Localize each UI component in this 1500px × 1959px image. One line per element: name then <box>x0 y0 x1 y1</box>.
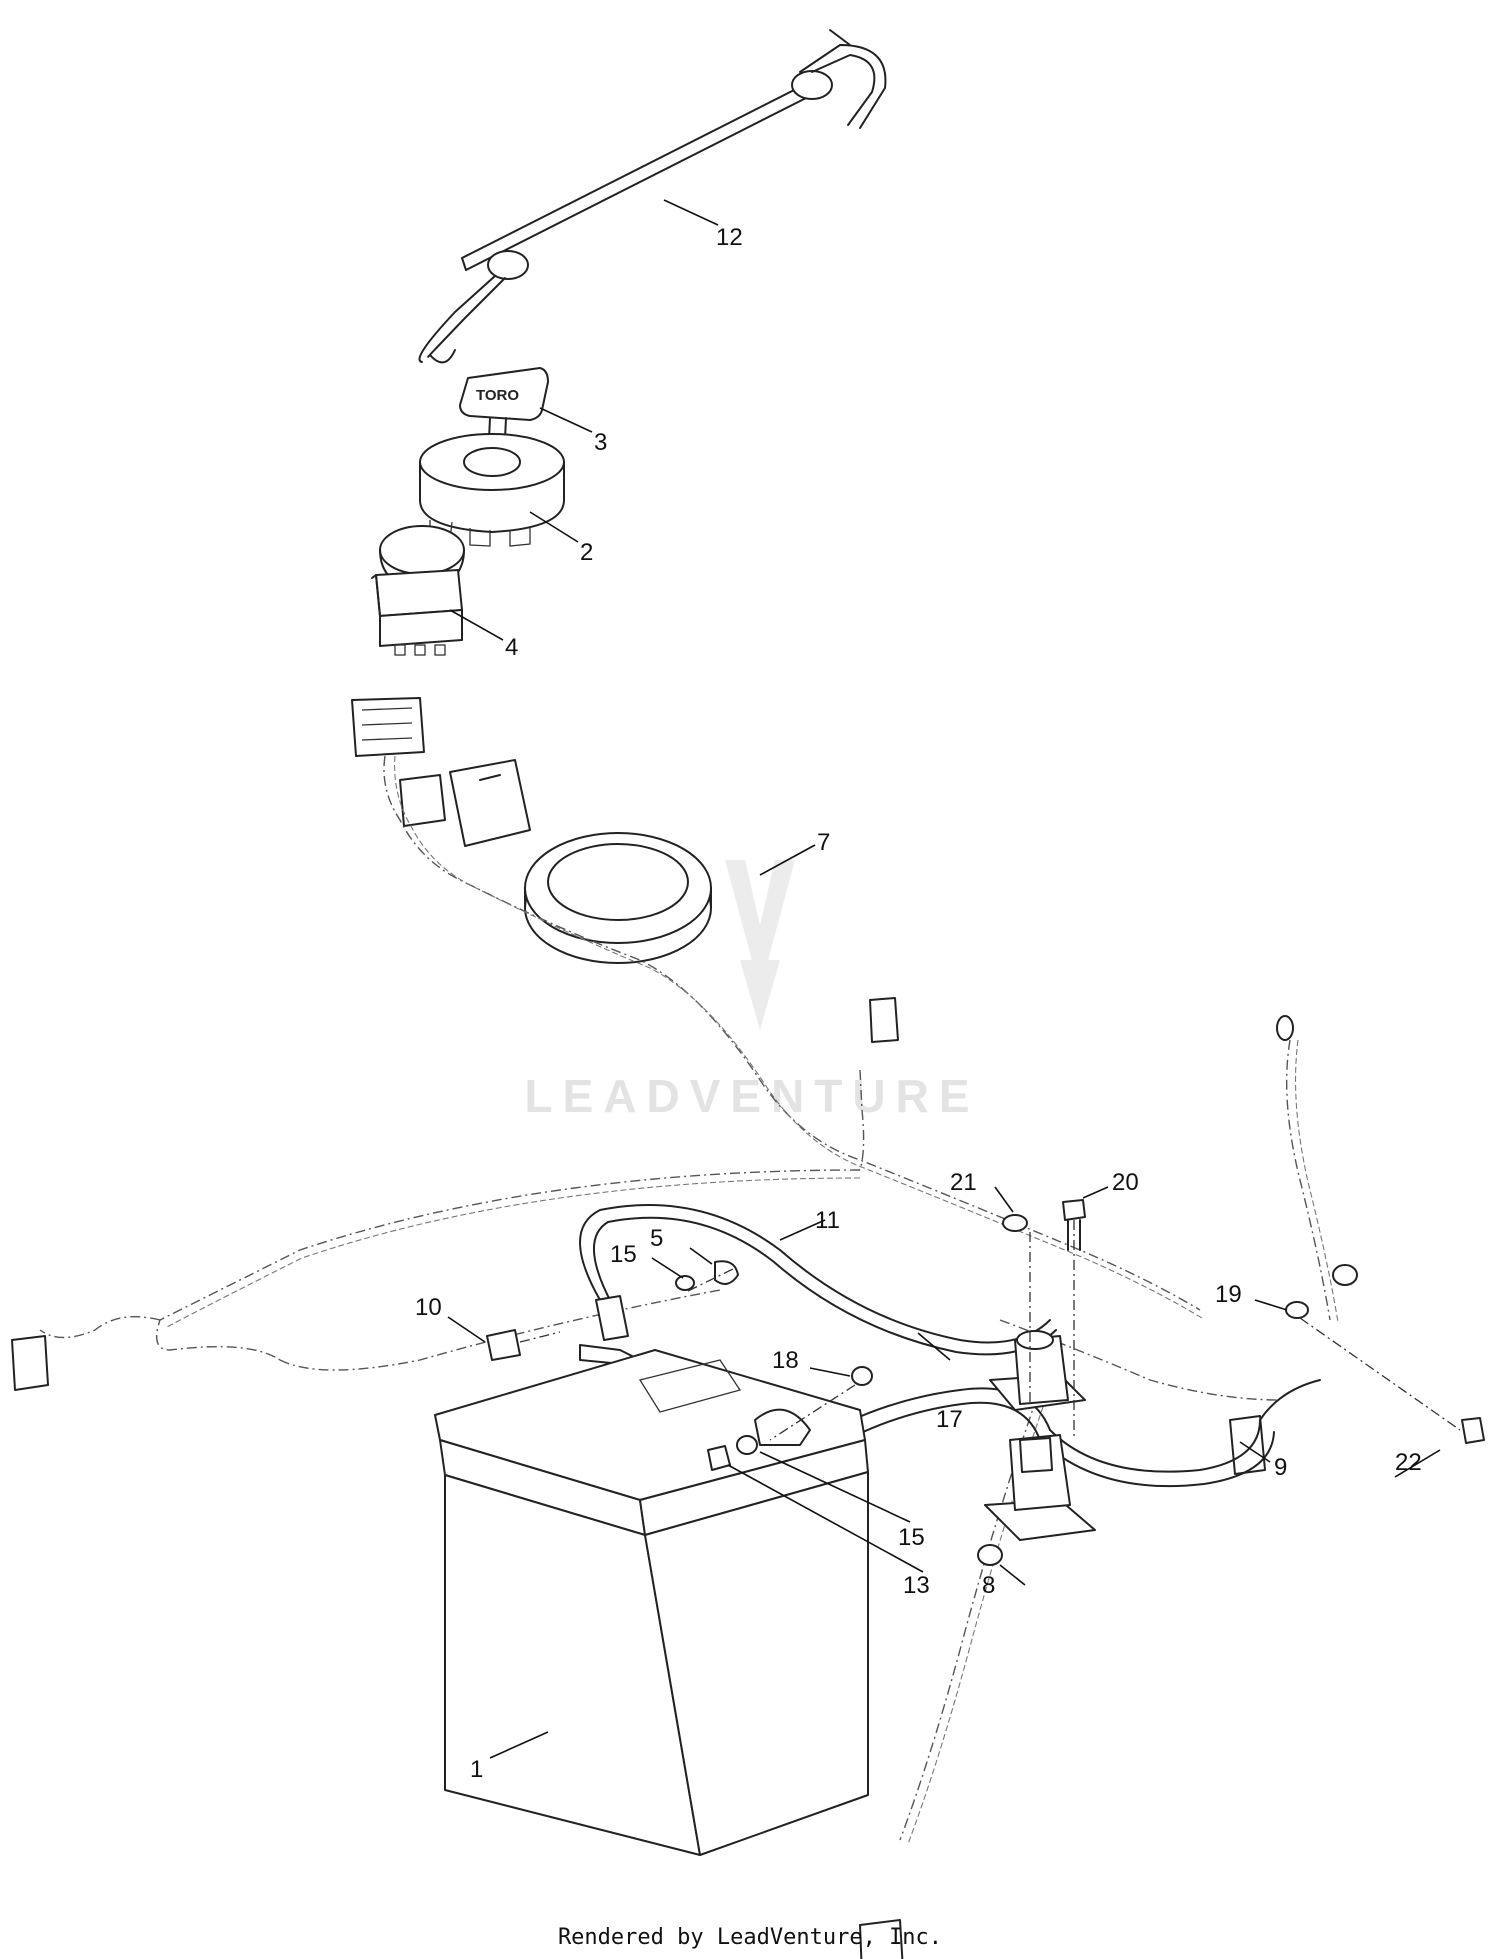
nut-21 <box>1002 1214 1028 1232</box>
callout-20: 20 <box>1112 1169 1139 1196</box>
nut-19 <box>1285 1301 1309 1319</box>
callout-5: 5 <box>650 1225 663 1252</box>
pto-switch <box>371 525 465 656</box>
callout-3: 3 <box>594 429 607 456</box>
nut-18 <box>851 1366 873 1386</box>
callout-labels: 12 3 2 4 7 21 20 11 5 15 10 19 18 22 9 1… <box>415 224 1422 1783</box>
callout-13: 13 <box>903 1572 930 1599</box>
callout-19: 19 <box>1215 1281 1242 1308</box>
callout-4: 4 <box>505 634 518 661</box>
battery <box>434 1349 869 1856</box>
callout-18: 18 <box>772 1347 799 1374</box>
callout-9: 9 <box>1274 1454 1287 1481</box>
rod-assembly <box>418 29 887 364</box>
footer-credit: Rendered by LeadVenture, Inc. <box>558 1925 942 1950</box>
watermark-text: LEADVENTURE <box>524 1070 979 1122</box>
washer-15-bottom <box>736 1435 758 1455</box>
callout-7: 7 <box>817 829 830 856</box>
round-pad <box>524 832 712 964</box>
key-brand-text: TORO <box>476 387 519 404</box>
ignition-switch <box>419 433 565 547</box>
callout-1: 1 <box>470 1756 483 1783</box>
callout-2: 2 <box>580 539 593 566</box>
callout-15-bottom: 15 <box>898 1524 925 1551</box>
callout-10: 10 <box>415 1294 442 1321</box>
callout-17: 17 <box>936 1406 963 1433</box>
watermark-logo <box>725 860 795 1030</box>
bolt-10 <box>486 1329 521 1361</box>
bolt-13 <box>707 1445 731 1471</box>
leader-lines <box>447 199 1441 1759</box>
callout-8: 8 <box>982 1572 995 1599</box>
washer-15-top <box>675 1275 695 1291</box>
harness-connectors <box>11 997 1294 1959</box>
bolt-22 <box>1461 1417 1485 1444</box>
harness-upper-connectors <box>351 697 531 847</box>
alignment-lines <box>519 1220 1461 1441</box>
small-hardware <box>486 1199 1485 1566</box>
callout-15-top: 15 <box>610 1241 637 1268</box>
bolt-8 <box>977 1544 1003 1566</box>
starter-solenoid <box>984 1330 1096 1541</box>
callout-22: 22 <box>1395 1449 1422 1476</box>
bolt-20 <box>1062 1199 1086 1221</box>
callout-12: 12 <box>716 224 743 251</box>
callout-21: 21 <box>950 1169 977 1196</box>
callout-11: 11 <box>815 1207 840 1234</box>
